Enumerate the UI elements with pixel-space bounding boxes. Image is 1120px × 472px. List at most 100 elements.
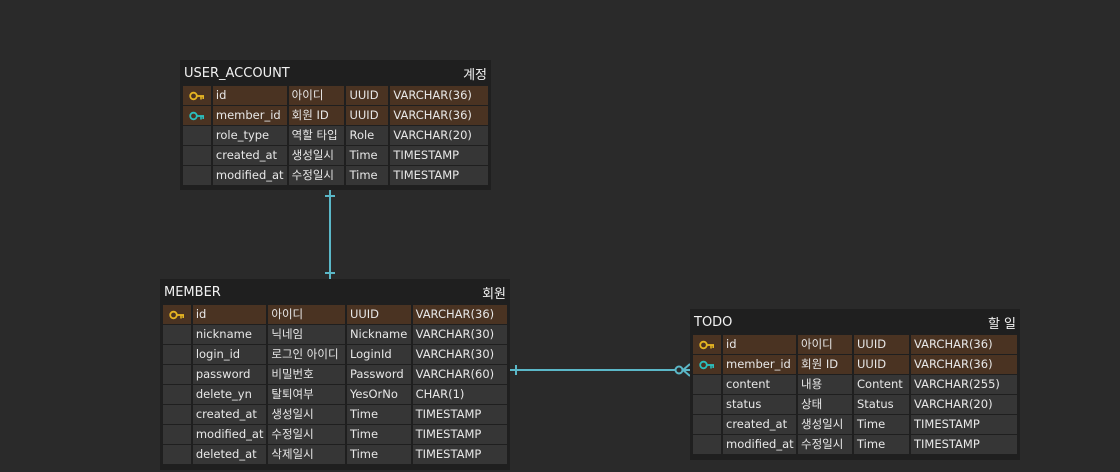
column-domain: Nickname — [346, 325, 411, 344]
column-name: role_type — [212, 126, 287, 145]
key-cell — [163, 385, 191, 404]
column-name: modified_at — [212, 166, 287, 185]
column-data-type: TIMESTAMP — [390, 146, 488, 165]
entity-korean-name: 회원 — [482, 286, 506, 302]
column-name: id — [723, 335, 796, 354]
column-domain: UUID — [346, 305, 411, 324]
key-cell — [163, 325, 191, 344]
column-domain: Role — [346, 126, 389, 145]
column-korean-name: 아이디 — [798, 335, 852, 354]
column-domain: UUID — [346, 86, 389, 105]
column-data-type: VARCHAR(30) — [412, 325, 507, 344]
column-name: created_at — [212, 146, 287, 165]
key-cell — [693, 395, 721, 414]
column-name: login_id — [192, 345, 267, 364]
key-cell — [183, 166, 211, 185]
column-name: member_id — [212, 106, 287, 125]
column-name: id — [212, 86, 287, 105]
column-name: modified_at — [192, 425, 267, 444]
key-cell — [163, 445, 191, 464]
column-domain: LoginId — [346, 345, 411, 364]
column-domain: Time — [346, 405, 411, 424]
column-korean-name: 생성일시 — [268, 405, 345, 424]
column-data-type: VARCHAR(60) — [412, 365, 507, 384]
column-domain: Time — [346, 166, 389, 185]
column-korean-name: 회원 ID — [288, 106, 345, 125]
column-domain: Time — [854, 435, 909, 454]
column-data-type: TIMESTAMP — [412, 445, 507, 464]
key-cell — [693, 335, 721, 354]
key-cell — [163, 345, 191, 364]
column-domain: YesOrNo — [346, 385, 411, 404]
column-korean-name: 회원 ID — [798, 355, 852, 374]
key-cell — [183, 86, 211, 105]
column-korean-name: 비밀번호 — [268, 365, 345, 384]
column-data-type: VARCHAR(36) — [412, 305, 507, 324]
primary-key-icon — [189, 91, 205, 101]
column-domain: UUID — [854, 335, 909, 354]
column-korean-name: 생성일시 — [288, 146, 345, 165]
column-domain: Time — [854, 415, 909, 434]
column-domain: UUID — [854, 355, 909, 374]
entity-header: USER_ACCOUNT 계정 — [180, 60, 491, 86]
entity-korean-name: 할 일 — [987, 316, 1016, 332]
column-korean-name: 닉네임 — [268, 325, 345, 344]
column-domain: UUID — [346, 106, 389, 125]
column-domain: Content — [854, 375, 909, 394]
column-data-type: TIMESTAMP — [390, 166, 488, 185]
column-data-type: TIMESTAMP — [412, 405, 507, 424]
column-name: deleted_at — [192, 445, 267, 464]
column-korean-name: 삭제일시 — [268, 445, 345, 464]
column-domain: Time — [346, 445, 411, 464]
entity-header: TODO 할 일 — [690, 309, 1020, 335]
column-data-type: TIMESTAMP — [412, 425, 507, 444]
column-data-type: VARCHAR(36) — [390, 86, 488, 105]
key-cell — [183, 126, 211, 145]
key-cell — [693, 415, 721, 434]
column-korean-name: 수정일시 — [268, 425, 345, 444]
column-name: content — [723, 375, 796, 394]
column-name: nickname — [192, 325, 267, 344]
column-korean-name: 역할 타입 — [288, 126, 345, 145]
column-data-type: VARCHAR(20) — [390, 126, 488, 145]
primary-key-icon — [699, 340, 715, 350]
relation-user-account-member — [325, 190, 335, 279]
key-cell — [163, 405, 191, 424]
column-data-type: VARCHAR(20) — [911, 395, 1017, 414]
foreign-key-icon — [189, 111, 205, 121]
key-cell — [693, 355, 721, 374]
column-name: id — [192, 305, 267, 324]
primary-key-icon — [169, 310, 185, 320]
column-data-type: VARCHAR(36) — [911, 355, 1017, 374]
column-data-type: VARCHAR(36) — [911, 335, 1017, 354]
column-name: password — [192, 365, 267, 384]
column-korean-name: 수정일시 — [798, 435, 852, 454]
column-korean-name: 수정일시 — [288, 166, 345, 185]
